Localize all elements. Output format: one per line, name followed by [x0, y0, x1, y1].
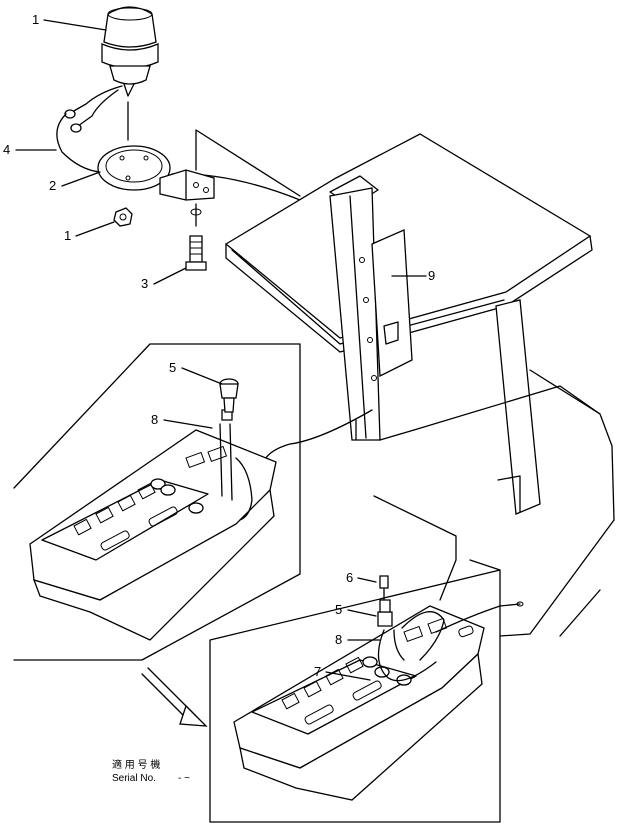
serial-label-jp: 適 用 号 機	[112, 758, 160, 771]
callout-7: 7	[314, 664, 321, 679]
callout-9-bracket: 9	[428, 268, 435, 283]
detail-panel-right	[209, 569, 501, 823]
rear-pillar	[495, 299, 541, 515]
callout-8-left: 8	[151, 412, 158, 427]
switch-left	[219, 378, 239, 413]
callout-1-nut: 1	[64, 228, 71, 243]
console-left	[29, 409, 277, 641]
callout-4-harness: 4	[3, 142, 10, 157]
detail-panel-left	[13, 343, 301, 661]
callout-2-bracket: 2	[49, 178, 56, 193]
callout-1-beacon: 1	[32, 12, 39, 27]
console-right	[233, 601, 524, 801]
nut	[113, 207, 133, 227]
callout-3-bolt: 3	[141, 276, 148, 291]
cab-outline	[195, 129, 615, 637]
switch-right	[377, 575, 393, 627]
callout-5-right: 5	[335, 602, 342, 617]
detail-arrow	[141, 667, 208, 727]
callout-5-left: 5	[169, 360, 176, 375]
serial-range: - ~	[178, 773, 190, 784]
beacon-lamp	[101, 6, 159, 141]
serial-label: Serial No.	[112, 773, 156, 784]
mounting-bracket	[97, 145, 215, 201]
callout-6: 6	[346, 570, 353, 585]
callout-8-right: 8	[335, 632, 342, 647]
bolt	[185, 203, 207, 271]
leader-lines	[15, 19, 381, 681]
